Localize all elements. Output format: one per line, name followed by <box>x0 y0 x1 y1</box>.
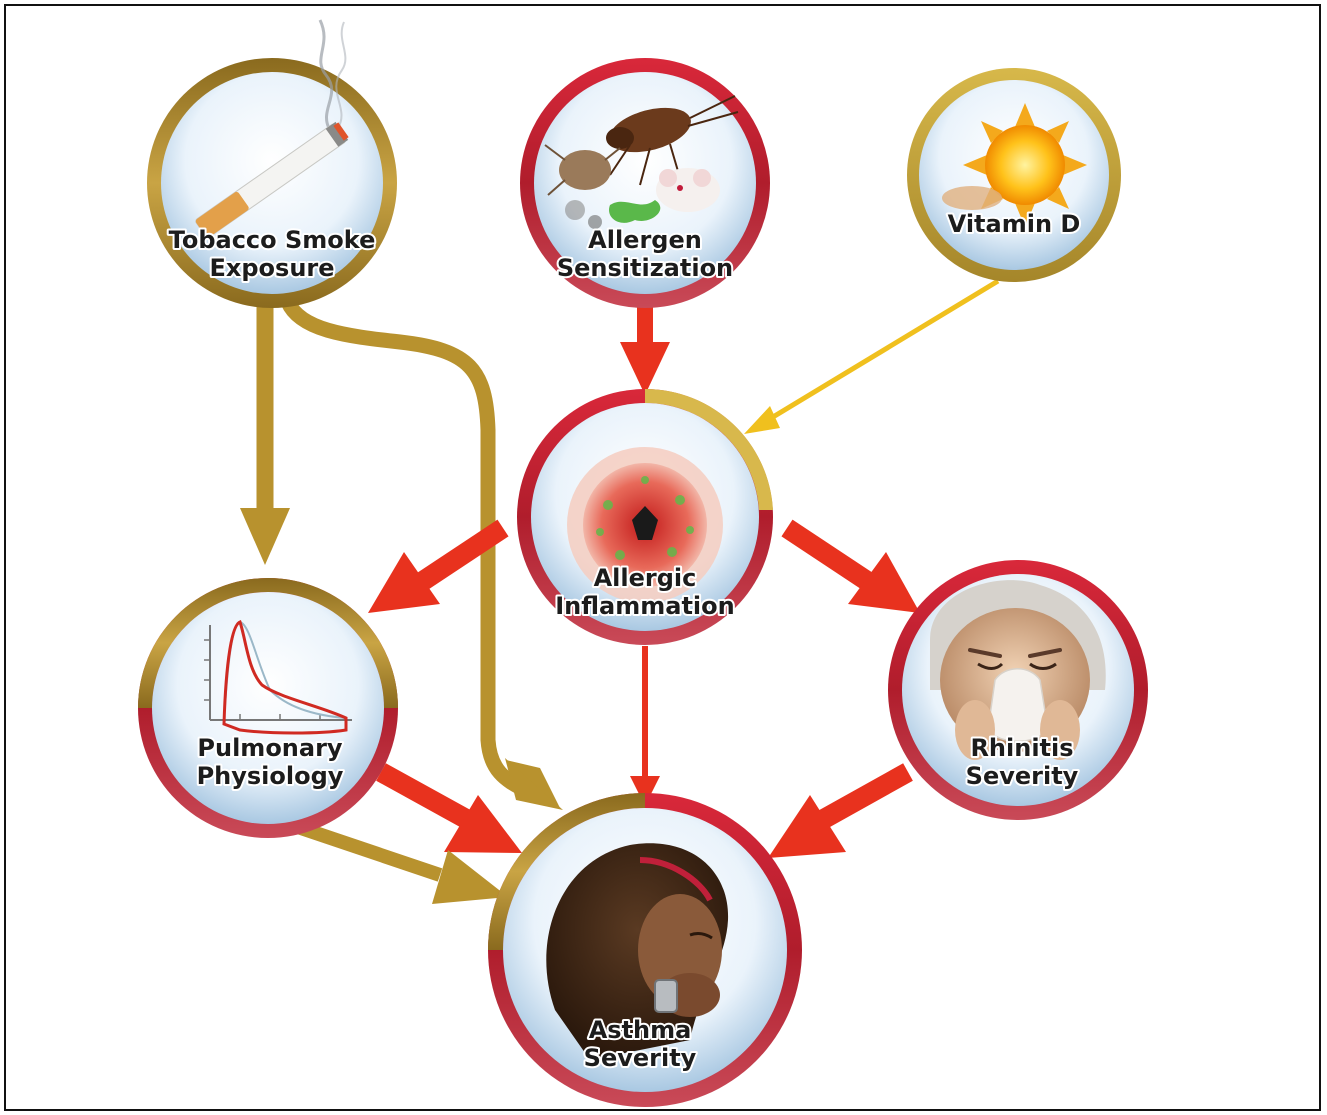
cigarette-icon <box>195 19 349 238</box>
asthma-label-line1: Asthma <box>589 1016 692 1044</box>
asthma-label-line2: Severity <box>584 1044 697 1072</box>
rhinitis-label-line2: Severity <box>966 762 1079 790</box>
node-allergen-sensitization: Allergen Sensitization <box>520 58 770 308</box>
insects-mice-icon <box>544 95 739 229</box>
arrow-inflammation-to-rhinitis <box>781 519 920 613</box>
airway-cross-section-icon <box>567 447 723 603</box>
sun-icon <box>942 103 1087 227</box>
sneezing-person-icon <box>930 580 1106 760</box>
arrow-tobacco-to-pulmonary <box>240 302 290 565</box>
inflammation-label-line1: Allergic <box>594 564 697 592</box>
inflammation-label-line2: Inflammation <box>555 592 734 620</box>
arrow-inflammation-to-pulmonary <box>368 519 509 613</box>
arrow-pulmonary-to-asthma <box>376 763 522 853</box>
arrow-vitamin-d-to-inflammation <box>744 278 1000 434</box>
rhinitis-label-line1: Rhinitis <box>970 734 1073 762</box>
girl-with-inhaler-icon <box>546 843 729 1060</box>
allergen-label-line1: Allergen <box>588 226 702 254</box>
arrow-allergen-to-inflammation <box>620 298 670 395</box>
node-tobacco-smoke-exposure: Tobacco Smoke Exposure <box>147 19 397 308</box>
pulmonary-label-line2: Physiology <box>197 762 344 790</box>
node-pulmonary-physiology: Pulmonary Physiology <box>138 578 398 838</box>
tobacco-label-line1: Tobacco Smoke <box>169 226 376 254</box>
arrow-tobacco-to-asthma <box>280 294 563 810</box>
arrow-rhinitis-to-asthma <box>768 763 913 858</box>
tobacco-label-line2: Exposure <box>209 254 334 282</box>
node-asthma-severity: Asthma Severity <box>488 793 802 1107</box>
arrow-inflammation-to-asthma <box>630 646 660 806</box>
flow-volume-curve-icon <box>204 620 352 735</box>
pulmonary-label-line1: Pulmonary <box>197 734 343 762</box>
allergen-label-line2: Sensitization <box>557 254 733 282</box>
node-allergic-inflammation: Allergic Inflammation <box>517 388 773 645</box>
node-vitamin-d: Vitamin D <box>907 68 1121 282</box>
node-rhinitis-severity: Rhinitis Severity <box>888 560 1148 820</box>
vitamin-d-label: Vitamin D <box>948 210 1081 238</box>
